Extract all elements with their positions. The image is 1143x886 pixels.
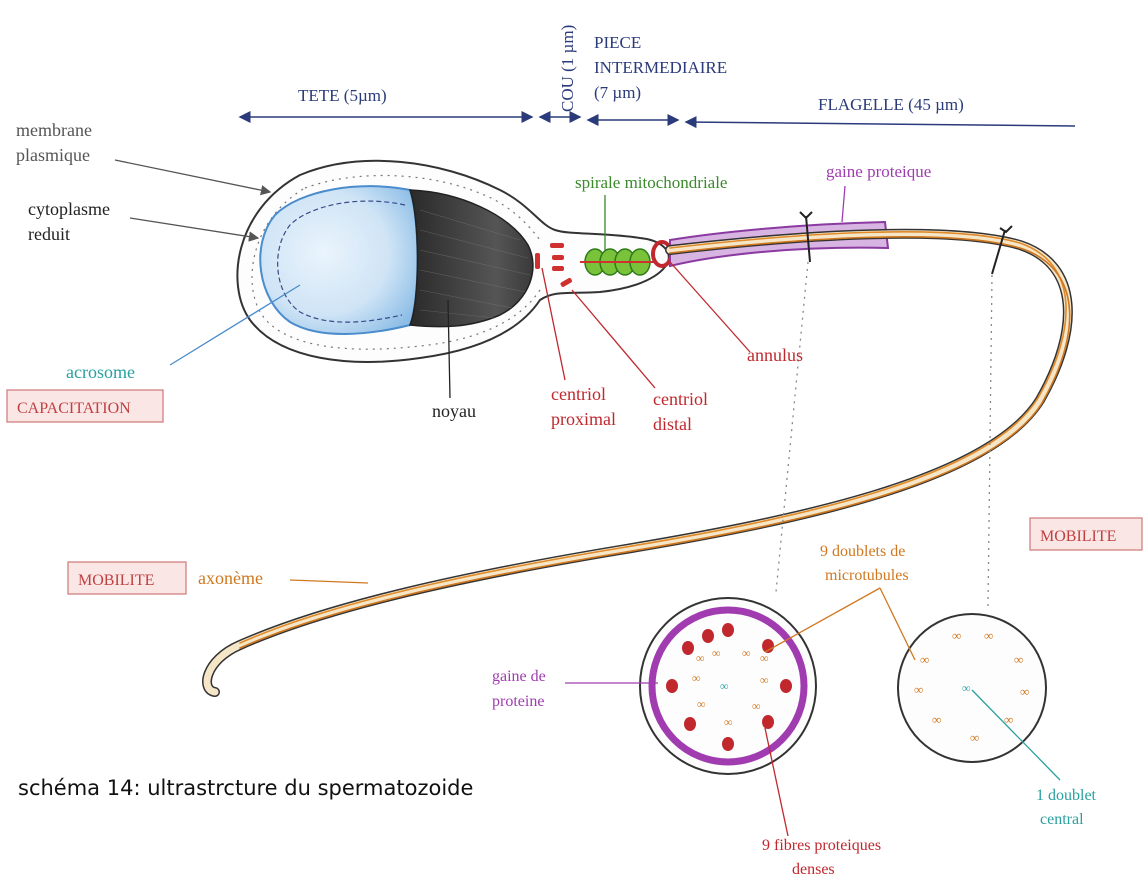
svg-text:∞: ∞ — [970, 730, 979, 745]
label-mobilite-right: MOBILITE — [1040, 528, 1116, 545]
label-fibres-1: 9 fibres proteiques — [762, 837, 881, 854]
figure-caption: schéma 14: ultrastrcture du spermatozoid… — [18, 776, 473, 800]
label-gaine-de-1: gaine de — [492, 668, 546, 685]
label-centriol-proximal-1: centriol — [551, 384, 606, 404]
svg-text:∞: ∞ — [952, 628, 961, 643]
label-mobilite-left: MOBILITE — [78, 572, 154, 589]
svg-text:∞: ∞ — [752, 699, 761, 713]
svg-text:∞: ∞ — [932, 712, 941, 727]
label-fibres-2: denses — [792, 861, 835, 878]
label-gaine-proteique: gaine proteique — [826, 162, 931, 181]
svg-text:∞: ∞ — [697, 697, 706, 711]
svg-text:∞: ∞ — [760, 673, 769, 687]
svg-text:∞: ∞ — [692, 671, 701, 685]
label-piece-3: (7 µm) — [594, 83, 641, 102]
label-piece-2: INTERMEDIAIRE — [594, 58, 727, 77]
svg-text:∞: ∞ — [724, 715, 733, 729]
label-doublets-2: microtubules — [825, 567, 909, 584]
label-acrosome: acrosome — [66, 362, 135, 382]
svg-text:∞: ∞ — [920, 652, 929, 667]
label-annulus: annulus — [747, 345, 803, 365]
label-tete: TETE (5µm) — [298, 86, 387, 105]
cross-section-flagellum: ∞ ∞ ∞ ∞ ∞ ∞ ∞ ∞ ∞ ∞ — [898, 614, 1046, 762]
acrosome-shape — [260, 186, 417, 334]
svg-text:∞: ∞ — [984, 628, 993, 643]
label-capacitation: CAPACITATION — [17, 400, 131, 417]
svg-text:∞: ∞ — [696, 651, 705, 665]
svg-text:∞: ∞ — [720, 679, 729, 693]
label-centriol-distal-1: centriol — [653, 389, 708, 409]
dimension-arrows — [240, 117, 1075, 126]
label-cytoplasme-1: cytoplasme — [28, 199, 110, 219]
svg-text:∞: ∞ — [914, 682, 923, 697]
label-cou: COU (1 µm) — [558, 25, 577, 112]
svg-text:∞: ∞ — [742, 646, 751, 660]
cross-section-midpiece: ∞ ∞ ∞ ∞ ∞ ∞ ∞ ∞ ∞ ∞ — [640, 598, 816, 774]
label-doublets-1: 9 doublets de — [820, 543, 905, 560]
label-membrane-2: plasmique — [16, 145, 90, 165]
svg-text:∞: ∞ — [760, 651, 769, 665]
label-centriol-distal-2: distal — [653, 414, 692, 434]
label-gaine-de-2: proteine — [492, 693, 544, 710]
label-centriol-proximal-2: proximal — [551, 409, 616, 429]
label-spirale: spirale mitochondriale — [575, 173, 727, 192]
label-membrane-1: membrane — [16, 120, 92, 140]
label-doublet-central-2: central — [1040, 811, 1084, 828]
label-flagelle: FLAGELLE (45 µm) — [818, 95, 964, 114]
label-axoneme: axonème — [198, 568, 263, 588]
svg-text:∞: ∞ — [1014, 652, 1023, 667]
svg-text:∞: ∞ — [962, 681, 971, 695]
svg-text:∞: ∞ — [712, 646, 721, 660]
label-piece-1: PIECE — [594, 33, 641, 52]
label-cytoplasme-2: reduit — [28, 224, 70, 244]
label-doublet-central-1: 1 doublet — [1036, 787, 1097, 804]
svg-text:∞: ∞ — [1020, 684, 1029, 699]
label-noyau: noyau — [432, 401, 476, 421]
